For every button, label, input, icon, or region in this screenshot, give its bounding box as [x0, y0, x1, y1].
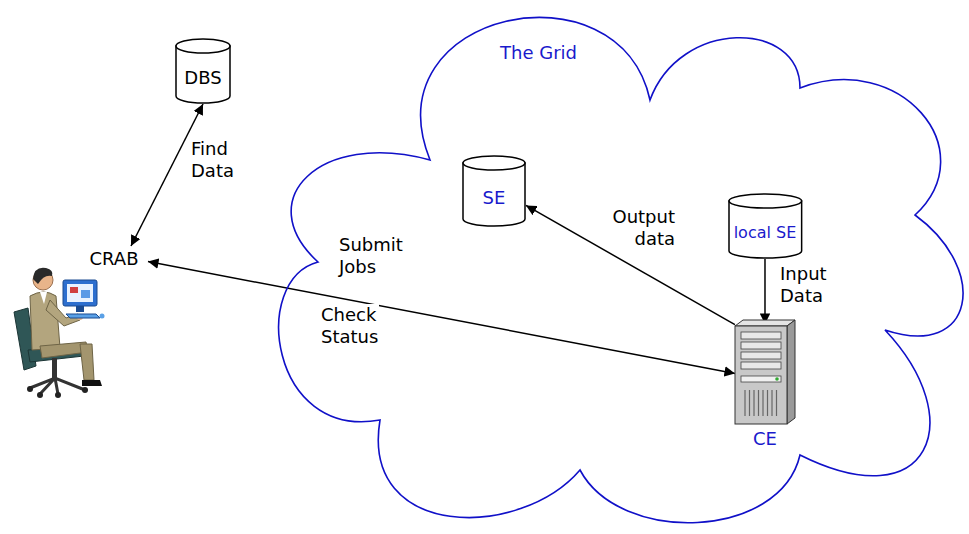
compute-server: CE: [733, 318, 797, 450]
edge-label: Submit Jobs: [338, 234, 404, 277]
node-text: CRAB: [89, 248, 138, 270]
edge-label: Find Data: [190, 138, 235, 181]
connector-arrow: [148, 262, 735, 374]
edge-label-text: Find Data: [190, 138, 235, 181]
database-cylinder: DBS: [175, 38, 231, 104]
annotation-label: Check Status: [320, 304, 379, 347]
node-text: CE: [753, 428, 777, 450]
edge-label-text: Input Data: [779, 263, 828, 306]
edge-label: Output data: [590, 206, 676, 249]
node-text: local SE: [734, 223, 797, 242]
node-text: SE: [483, 187, 506, 209]
connector-arrow: [764, 259, 766, 324]
node-text: DBS: [184, 67, 221, 89]
client-label: CRAB: [80, 246, 148, 272]
storage-cylinder: SE: [462, 155, 526, 227]
edge-label: Input Data: [779, 263, 828, 306]
connector-arrow: [526, 205, 735, 324]
edge-label-text: Submit Jobs: [338, 234, 404, 277]
computer-monitor: [63, 280, 105, 319]
edge-label-text: Output data: [611, 206, 676, 249]
user-figure: [30, 268, 102, 386]
node-text: The Grid: [500, 42, 577, 64]
server-tower: [735, 320, 795, 424]
annotation-text: Check Status: [320, 304, 379, 347]
storage-cylinder: local SE: [728, 193, 803, 259]
